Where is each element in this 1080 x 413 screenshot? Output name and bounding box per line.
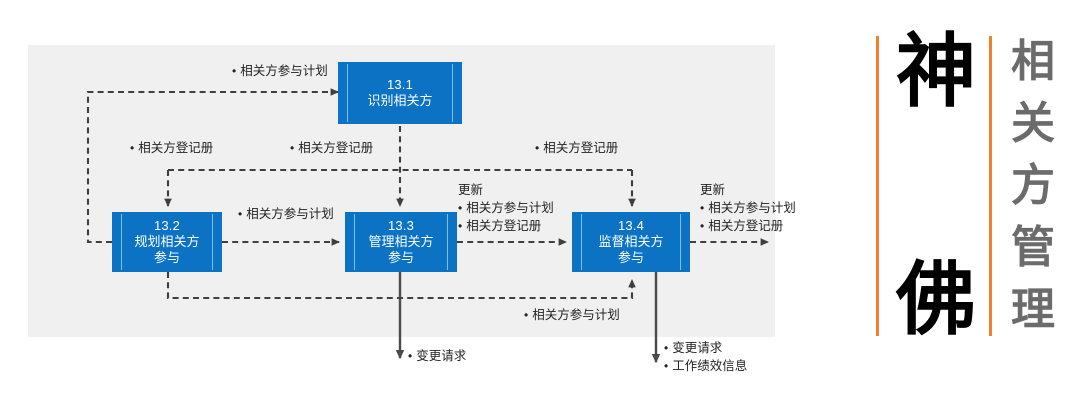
label-update-13-3-to-13-4: 更新 相关方参与计划 相关方登记册 (458, 182, 554, 235)
process-number: 13.2 (153, 218, 181, 234)
label-heading: 更新 (700, 183, 726, 197)
label-line: 相关方登记册 (290, 140, 373, 158)
subject-char: 方 (1011, 160, 1055, 211)
box-inner-rule-right (447, 214, 448, 270)
label-line: 相关方参与计划 (458, 200, 554, 218)
label-registry-middle: 相关方登记册 (290, 140, 373, 158)
subject-char: 关 (1011, 98, 1055, 149)
process-number: 13.1 (386, 77, 414, 93)
subject-char: 理 (1011, 284, 1055, 335)
label-registry-right: 相关方登记册 (535, 140, 618, 158)
subject-column: 相 关 方 管 理 (1002, 40, 1064, 332)
process-box-13-4[interactable]: 13.4 监督相关方 参与 (572, 212, 690, 272)
label-line: 相关方登记册 (535, 140, 618, 158)
label-output-13-3: 变更请求 (408, 348, 466, 366)
process-box-13-3[interactable]: 13.3 管理相关方 参与 (345, 212, 457, 272)
label-line: 相关方登记册 (700, 218, 796, 236)
label-line: 工作绩效信息 (664, 358, 747, 376)
process-name: 监督相关方 参与 (598, 234, 664, 265)
label-line: 相关方参与计划 (700, 200, 796, 218)
box-inner-rule-left (347, 64, 348, 122)
subject-char: 管 (1011, 222, 1055, 273)
label-line: 变更请求 (664, 340, 747, 358)
process-box-13-1[interactable]: 13.1 识别相关方 (338, 62, 462, 124)
box-inner-rule-left (121, 214, 122, 270)
box-inner-rule-left (354, 214, 355, 270)
label-plan-feedback: 相关方参与计划 (524, 307, 620, 325)
label-line: 相关方参与计划 (232, 63, 328, 81)
process-name: 规划相关方 参与 (134, 234, 200, 265)
box-inner-rule-right (680, 214, 681, 270)
label-heading: 更新 (458, 183, 484, 197)
process-name: 识别相关方 (367, 93, 433, 108)
label-input-to-13-1: 相关方参与计划 (232, 63, 328, 81)
label-line: 相关方参与计划 (524, 307, 620, 325)
accent-rule-right (989, 36, 992, 336)
box-inner-rule-right (212, 214, 213, 270)
label-line: 变更请求 (408, 348, 466, 366)
subject-char: 相 (1011, 36, 1055, 87)
brand-char: 佛 (896, 253, 976, 346)
label-output-13-4: 变更请求 工作绩效信息 (664, 340, 747, 376)
label-line: 相关方登记册 (130, 140, 213, 158)
box-inner-rule-left (581, 214, 582, 270)
process-box-13-2[interactable]: 13.2 规划相关方 参与 (112, 212, 222, 272)
process-number: 13.3 (387, 218, 415, 234)
brand-column: 神 佛 (890, 32, 982, 340)
process-number: 13.4 (617, 218, 645, 234)
label-line: 相关方登记册 (458, 218, 554, 236)
label-update-13-4-output: 更新 相关方参与计划 相关方登记册 (700, 182, 796, 235)
title-plate: 神 佛 相 关 方 管 理 (876, 32, 1066, 376)
box-inner-rule-right (452, 64, 453, 122)
brand-char: 神 (896, 25, 976, 118)
process-name: 管理相关方 参与 (368, 234, 434, 265)
label-registry-left: 相关方登记册 (130, 140, 213, 158)
label-line: 相关方参与计划 (238, 206, 334, 224)
label-plan-13-2-to-13-3: 相关方参与计划 (238, 206, 334, 224)
accent-rule-left (876, 36, 879, 336)
